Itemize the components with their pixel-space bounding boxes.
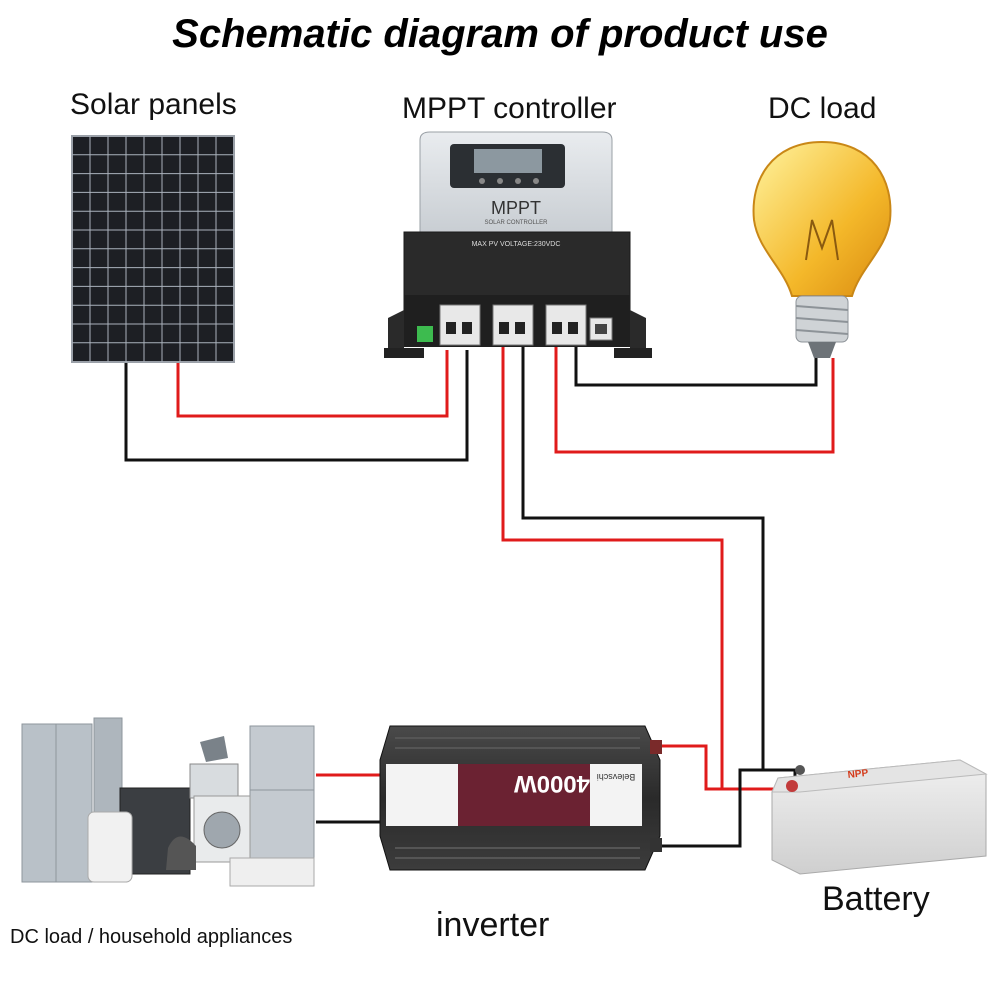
- label-household-appliances: DC load / household appliances: [10, 926, 293, 948]
- wire-load-negative: [574, 345, 818, 387]
- wire-inverter-positive: [660, 744, 722, 791]
- wire-appliances: [316, 773, 388, 824]
- household-appliances-image: [21, 717, 315, 887]
- label-dc-load: DC load: [768, 92, 877, 125]
- light-bulb-image: [752, 140, 892, 358]
- inverter-brand-text: Belevschi: [597, 772, 636, 782]
- controller-maxpv-text: MAX PV VOLTAGE:230VDC: [472, 241, 561, 248]
- wire-panel-negative: [124, 350, 469, 462]
- label-mppt-controller: MPPT controller: [402, 92, 617, 125]
- solar-panel-image: [71, 135, 235, 363]
- controller-brand-text: MPPT: [491, 198, 541, 218]
- mppt-controller-image: [384, 131, 652, 358]
- wire-battery-positive: [501, 345, 780, 791]
- diagram-title: Schematic diagram of product use: [172, 12, 828, 56]
- label-solar-panels: Solar panels: [70, 88, 237, 121]
- battery-brand-text: NPP: [847, 768, 869, 781]
- wire-inverter-negative: [660, 768, 763, 848]
- label-inverter: inverter: [436, 906, 550, 944]
- controller-subtitle-text: SOLAR CONTROLLER: [484, 220, 548, 226]
- wire-panel-positive: [176, 350, 449, 418]
- battery-image: [771, 759, 988, 875]
- wire-load-positive: [554, 345, 835, 454]
- inverter-image: [379, 725, 662, 871]
- label-battery: Battery: [822, 880, 930, 918]
- inverter-power-text: 4000W: [514, 770, 590, 797]
- wire-battery-negative: [521, 345, 797, 782]
